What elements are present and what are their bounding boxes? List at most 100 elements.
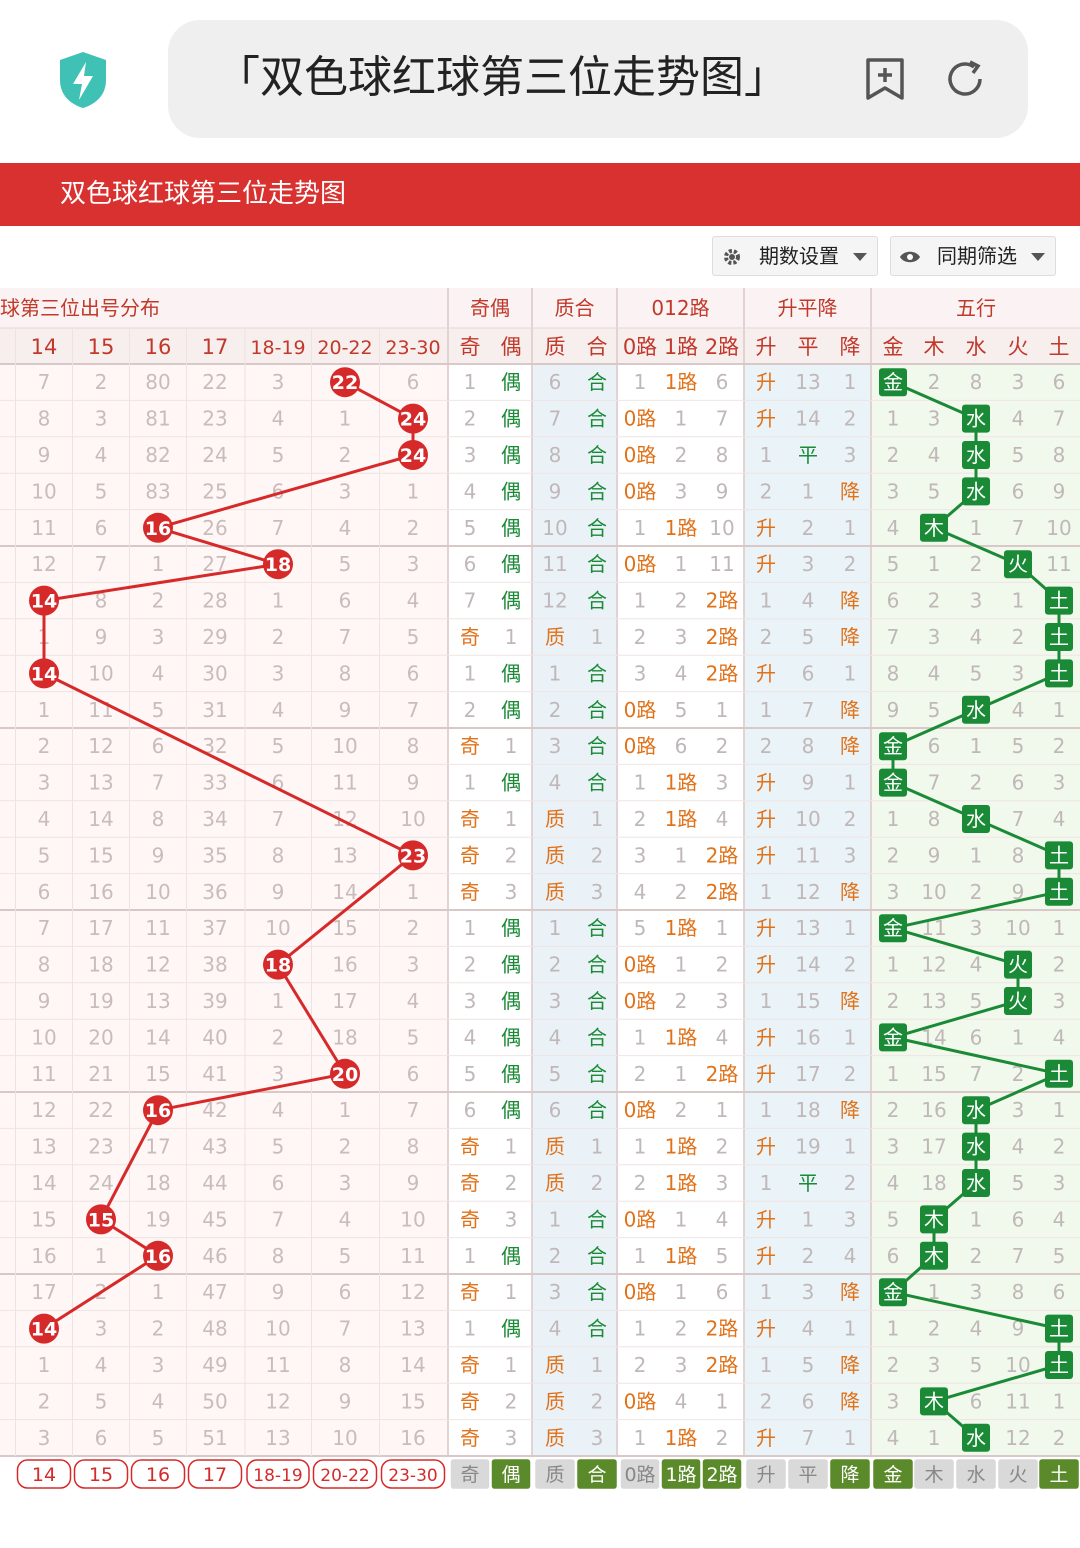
drawn-ball xyxy=(398,403,428,434)
miss-count: 82 xyxy=(145,443,170,467)
stat-cell: 升 xyxy=(756,807,776,831)
address-bar[interactable]: 「双色球红球第三位走势图」 xyxy=(168,20,1028,138)
element-marker xyxy=(1045,1059,1073,1088)
miss-count: 9 xyxy=(95,625,108,649)
element-marker xyxy=(920,1387,948,1416)
footer-filter-button[interactable] xyxy=(914,1459,954,1489)
stat-cell: 1 xyxy=(716,698,729,722)
stat-cell: 0路 xyxy=(624,698,657,722)
drawn-ball-number: 24 xyxy=(400,409,426,431)
shield-lightning-icon[interactable] xyxy=(56,50,110,110)
stat-cell: 1 xyxy=(634,1025,647,1049)
miss-count: 5 xyxy=(95,1389,108,1413)
element-trend-line xyxy=(892,890,1060,930)
stat-cell: 2 xyxy=(887,989,900,1013)
element-marker-text: 木 xyxy=(924,1207,944,1231)
footer-filter-button[interactable] xyxy=(830,1459,870,1489)
element-marker-text: 水 xyxy=(966,479,986,503)
footer-filter-button[interactable] xyxy=(535,1459,575,1489)
footer-filter-button[interactable] xyxy=(746,1459,786,1489)
footer-filter-button[interactable] xyxy=(491,1459,531,1489)
stat-cell: 4 xyxy=(675,661,688,685)
stat-cell: 1 xyxy=(634,370,647,394)
footer-filter-button[interactable] xyxy=(312,1459,378,1489)
miss-count: 6 xyxy=(339,1280,352,1304)
miss-count: 5 xyxy=(95,479,108,503)
stat-cell: 1 xyxy=(591,1353,604,1377)
footer-filter-button[interactable] xyxy=(1039,1459,1079,1489)
stat-cell: 1路 xyxy=(665,1426,698,1450)
footer-filter-button[interactable] xyxy=(130,1459,186,1489)
footer-filter-button[interactable] xyxy=(16,1459,72,1489)
element-marker xyxy=(920,513,948,542)
miss-count: 7 xyxy=(407,698,420,722)
stat-cell: 1 xyxy=(928,552,941,576)
footer-filter-button[interactable] xyxy=(450,1459,490,1489)
miss-count: 3 xyxy=(272,370,285,394)
footer-filter-button[interactable] xyxy=(620,1459,660,1489)
stat-cell: 6 xyxy=(464,1098,477,1122)
miss-count: 11 xyxy=(332,771,357,795)
stat-cell: 2路 xyxy=(706,661,739,685)
miss-count: 12 xyxy=(145,953,170,977)
stat-cell: 10 xyxy=(1046,516,1071,540)
footer-filter-button[interactable] xyxy=(187,1459,243,1489)
period-settings-button[interactable]: 期数设置 xyxy=(712,236,878,276)
stat-cell: 1 xyxy=(844,1025,857,1049)
stat-cell: 偶 xyxy=(501,1317,521,1341)
column-header: 15 xyxy=(88,335,115,359)
miss-count: 16 xyxy=(31,1244,56,1268)
stat-cell: 1 xyxy=(970,843,983,867)
stat-cell: 奇 xyxy=(460,1171,480,1195)
stat-cell: 2 xyxy=(1053,1426,1066,1450)
stat-cell: 1 xyxy=(802,1207,815,1231)
stat-cell: 12 xyxy=(542,589,567,613)
footer-filter-button[interactable] xyxy=(73,1459,129,1489)
stat-cell: 0路 xyxy=(624,443,657,467)
footer-filter-button[interactable] xyxy=(246,1459,310,1489)
miss-count: 12 xyxy=(265,1389,290,1413)
page-title: 双色球红球第三位走势图 xyxy=(60,179,347,209)
stat-cell: 1 xyxy=(634,1317,647,1341)
footer-filter-button[interactable] xyxy=(702,1459,742,1489)
miss-count: 4 xyxy=(95,1353,108,1377)
stat-cell: 8 xyxy=(1053,443,1066,467)
element-trend-line xyxy=(933,1363,1060,1403)
footer-filter-button[interactable] xyxy=(661,1459,701,1489)
miss-count: 6 xyxy=(272,479,285,503)
stat-cell: 奇 xyxy=(460,1426,480,1450)
miss-count: 48 xyxy=(202,1317,227,1341)
miss-count: 36 xyxy=(202,880,227,904)
drawn-ball-number: 18 xyxy=(265,554,291,576)
stat-cell: 3 xyxy=(1012,1098,1025,1122)
stat-cell: 3 xyxy=(844,1207,857,1231)
footer-filter-button[interactable] xyxy=(577,1459,617,1489)
group-header-bg xyxy=(0,288,1080,328)
stat-cell: 奇 xyxy=(460,1353,480,1377)
drawn-ball xyxy=(398,840,428,871)
same-period-filter-button[interactable]: 同期筛选 xyxy=(890,236,1056,276)
stat-cell: 降 xyxy=(840,1389,860,1413)
footer-filter-button[interactable] xyxy=(956,1459,996,1489)
stat-cell: 15 xyxy=(921,1062,946,1086)
drawn-ball-number: 14 xyxy=(31,663,57,685)
element-marker-text: 水 xyxy=(966,1135,986,1159)
miss-count: 20 xyxy=(88,1025,113,1049)
stat-cell: 4 xyxy=(1012,407,1025,431)
footer-filter-button[interactable] xyxy=(788,1459,828,1489)
footer-filter-button[interactable] xyxy=(873,1459,913,1489)
footer-filter-button[interactable] xyxy=(380,1459,446,1489)
miss-count: 8 xyxy=(339,661,352,685)
stat-cell: 1 xyxy=(675,953,688,977)
column-header: 降 xyxy=(840,335,861,359)
footer-filter-button[interactable] xyxy=(998,1459,1038,1489)
stat-cell: 3 xyxy=(1053,989,1066,1013)
footer-filter-label: 奇 xyxy=(460,1464,479,1486)
refresh-icon[interactable] xyxy=(940,54,990,104)
element-marker-text: 土 xyxy=(1049,880,1069,904)
bookmark-add-icon[interactable] xyxy=(860,54,910,104)
stat-cell: 4 xyxy=(464,479,477,503)
stat-cell: 1 xyxy=(760,880,773,904)
element-marker xyxy=(920,1205,948,1234)
